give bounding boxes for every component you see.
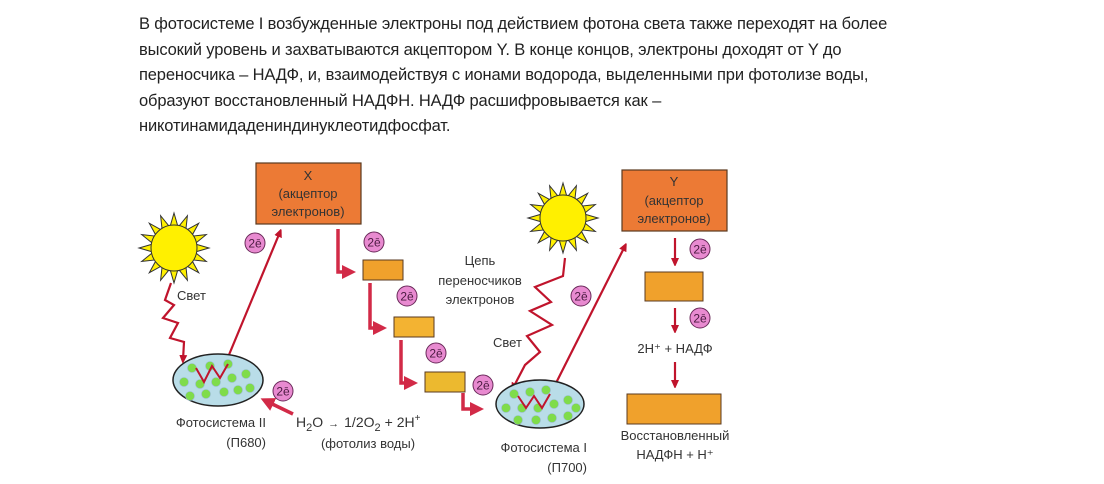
chlorophyll-dot [509,389,519,399]
ps1-name: Фотосистема I [500,440,587,455]
electron-badge-label: 2ē [693,312,707,326]
ps2-code: (П680) [226,435,266,450]
electron-badge: 2ē [272,380,294,402]
chlorophyll-dot [245,383,255,393]
eq-arrow: → [328,418,339,430]
electron-badge: 2ē [363,231,385,253]
ps1-code: (П700) [547,460,587,475]
chlorophyll-dot [563,395,573,405]
ps2-name: Фотосистема II [176,415,266,430]
chlorophyll-dot [211,377,221,387]
chlorophyll-dot [185,391,195,401]
carrier-box [644,271,704,302]
electron-badge: 2ē [396,285,418,307]
acceptor-x-line1: (акцептор [278,186,337,201]
chain-label-line3: электронов [446,292,515,307]
acceptor-y-line1: (акцептор [644,193,703,208]
photosystem-1 [495,379,585,429]
chlorophyll-dot [513,415,523,425]
excitation-zigzag [195,363,229,385]
electron-badge: 2ē [425,342,447,364]
product-line2: НАДФН + H⁺ [636,447,713,462]
light-rays [161,257,567,388]
chain-label-line1: Цепь [465,253,496,268]
chlorophyll-dot [541,385,551,395]
carrier-box [362,259,404,281]
chlorophyll-dot [531,415,541,425]
eq-sub: 2 [306,422,312,434]
sun-disc [539,194,587,242]
photolysis-equation: H2O→1/2O2+ 2H+ (фотолиз воды) [296,413,421,451]
chlorophyll-dot [549,399,559,409]
light-label-2: Свет [493,335,522,350]
eq-sub2: 2 [375,422,381,434]
electron-badge-label: 2ē [574,290,588,304]
excitation-arrows [224,232,625,392]
electron-badge: 2ē [689,307,711,329]
chlorophyll-dot [525,387,535,397]
chlorophyll-dot [187,363,197,373]
chain-label-line2: переносчиков [438,273,522,288]
photosystem-2 [172,353,264,407]
sun-icon [526,181,600,255]
paragraph-line-1: В фотосистеме I возбужденные электроны п… [139,15,888,33]
electron-badge-label: 2ē [248,237,262,251]
carrier-box [424,371,466,393]
chlorophyll-dot [571,403,581,413]
acceptor-x-box: X (акцептор электронов) [255,162,362,225]
eq-plus: + 2H [385,414,415,430]
paragraph-line-3: переносчика – НАДФ, и, взаимодействуя с … [139,66,869,84]
excitation-zigzag [517,393,551,410]
carrier-box [393,316,435,338]
chlorophyll-dot [201,389,211,399]
electron-badge: 2ē [472,374,494,396]
nadp-reaction: 2H⁺ + НАДФ [637,341,712,356]
paragraph-line-4: образуют восстановленный НАДФН. НАДФ рас… [139,91,662,110]
eq-h: H [296,414,306,430]
electron-badge: 2ē [570,285,592,307]
chlorophyll-dot [195,379,205,389]
sun-disc [150,224,198,272]
electron-badge-label: 2ē [476,379,490,393]
chlorophyll-dot [547,413,557,423]
electron-badge-label: 2ē [400,290,414,304]
chlorophyll-dot [227,373,237,383]
chlorophyll-dot [179,377,189,387]
electron-badge-label: 2ē [693,243,707,257]
electron-badge: 2ē [244,232,266,254]
chlorophyll-dot [219,387,229,397]
eq-sup: + [415,413,421,424]
chlorophyll-dot [241,369,251,379]
acceptor-y-box: Y (акцептор электронов) [621,169,728,232]
chain-arrows [260,229,484,416]
acceptor-y-line2: электронов) [637,211,710,226]
eq-o: O [312,414,323,430]
product-box [626,393,722,425]
eq-half: 1/2O [344,414,374,430]
electron-badge-label: 2ē [429,347,443,361]
acceptor-x-title: X [304,168,313,183]
photolysis-caption: (фотолиз воды) [321,436,415,451]
sun-icon [137,211,211,285]
electron-badge-label: 2ē [367,236,381,250]
electron-badge: 2ē [689,238,711,260]
acceptor-x-line2: электронов) [271,204,344,219]
light-label-1: Свет [177,288,206,303]
chlorophyll-dot [501,403,511,413]
svg-text:H2O→1/2O2+ 2H+: H2O→1/2O2+ 2H+ [296,413,421,434]
product-line1: Восстановленный [621,428,730,443]
explanation-paragraph: В фотосистеме I возбужденные электроны п… [139,12,1009,140]
paragraph-line-2: высокий уровень и захватываются акцептор… [139,40,842,59]
acceptor-y-title: Y [670,174,679,189]
chlorophyll-dot [233,385,243,395]
electron-badge-label: 2ē [276,385,290,399]
paragraph-line-5: никотинамидадениндинуклеотидфосфат. [139,117,451,135]
chlorophyll-dot [563,411,573,421]
